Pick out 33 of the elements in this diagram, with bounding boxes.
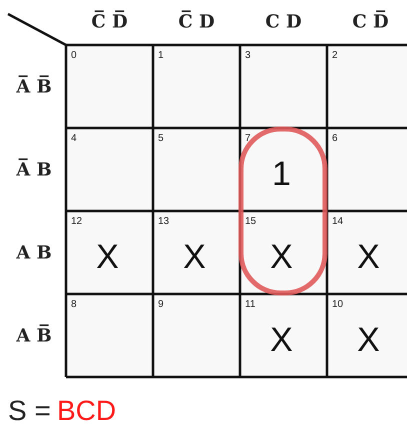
- cell-index: 14: [332, 217, 344, 227]
- cell-index: 9: [158, 300, 164, 310]
- cell-index: 7: [245, 134, 251, 144]
- result-term: BCD: [57, 397, 116, 425]
- cell-value: 1: [272, 156, 291, 190]
- cell-index: 11: [245, 300, 256, 310]
- column-header: C̅ D̅: [91, 10, 128, 34]
- cell-index: 5: [158, 134, 164, 144]
- cell-index: 6: [332, 134, 338, 144]
- row-header: A̅ B̅: [16, 74, 52, 98]
- row-header: A B: [16, 240, 52, 264]
- cell-index: 1: [158, 51, 164, 61]
- column-header: C D: [265, 10, 302, 34]
- cell-value: X: [357, 322, 380, 356]
- cell-index: 10: [332, 300, 344, 310]
- cell-index: 8: [71, 300, 77, 310]
- cell-index: 2: [332, 51, 338, 61]
- cell-value: X: [270, 240, 293, 274]
- column-header: C D̅: [352, 10, 389, 34]
- column-header: C̅ D: [178, 10, 215, 34]
- cell-index: 4: [71, 134, 77, 144]
- cell-index: 13: [158, 217, 170, 227]
- cell-value: X: [183, 240, 206, 274]
- cell-value: X: [96, 240, 119, 274]
- cell-index: 3: [245, 51, 251, 61]
- cell-index: 0: [71, 51, 77, 61]
- cell-index: 15: [245, 217, 256, 227]
- row-header: A B̅: [16, 324, 52, 348]
- result-expression: S =: [8, 397, 51, 425]
- cell-value: X: [270, 322, 293, 356]
- row-header: A̅ B: [16, 158, 52, 182]
- cell-value: X: [357, 240, 380, 274]
- cell-index: 12: [71, 217, 82, 227]
